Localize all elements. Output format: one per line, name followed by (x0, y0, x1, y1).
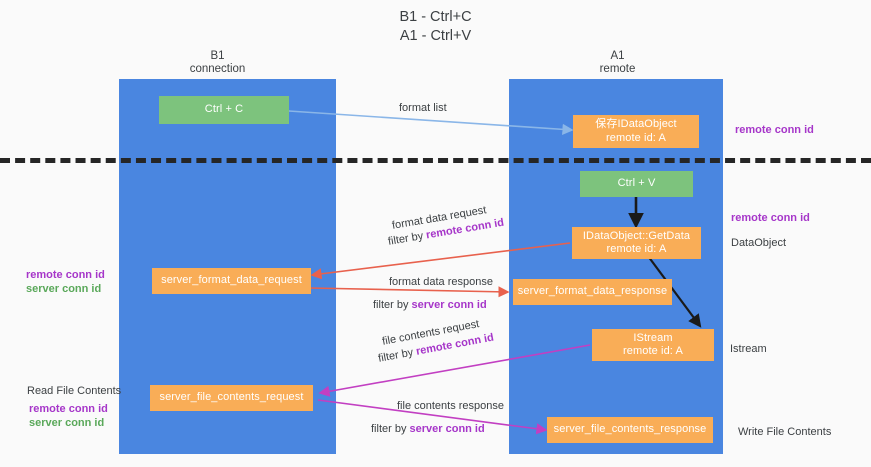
box-server-format-data-response[interactable]: server_format_data_response (513, 279, 672, 305)
label-filter-key-2: server conn id (411, 299, 487, 311)
side-label-remote-conn-id-mid: remote conn id (731, 212, 810, 224)
side-label-write-file-contents: Write File Contents (738, 426, 832, 438)
label-format-list: format list (399, 102, 447, 114)
side-label-left-server-conn-id-mid: server conn id (26, 283, 102, 295)
side-label-dataobject: DataObject (731, 237, 787, 249)
side-label-left-remote-conn-id-bottom: remote conn id (29, 403, 108, 415)
label-filter-prefix-2: filter by (373, 299, 412, 311)
page-title: B1 - Ctrl+C A1 - Ctrl+V (399, 9, 472, 44)
label-format-data-response: format data response (389, 276, 493, 288)
box-ctrl-c[interactable]: Ctrl + C (159, 96, 289, 124)
box-save-idataobject[interactable]: 保存IDataObject remote id: A (573, 115, 699, 148)
box-server-file-contents-response[interactable]: server_file_contents_response (547, 417, 713, 443)
side-label-left-remote-conn-id-mid: remote conn id (26, 269, 105, 281)
side-label-left-server-conn-id-bottom: server conn id (29, 417, 105, 429)
side-label-remote-conn-id-top: remote conn id (735, 124, 814, 136)
label-file-contents-response: file contents response (397, 400, 505, 412)
box-istream[interactable]: IStream remote id: A (592, 329, 714, 361)
section-divider (0, 158, 871, 163)
box-idataobject-getdata[interactable]: IDataObject::GetData remote id: A (572, 227, 701, 259)
label-filter-key-4: server conn id (409, 423, 485, 435)
box-server-format-data-request[interactable]: server_format_data_request (152, 268, 311, 294)
label-file-contents-response-filter: filter by server conn id (371, 422, 485, 436)
box-ctrl-v[interactable]: Ctrl + V (580, 171, 693, 197)
box-server-file-contents-request[interactable]: server_file_contents_request (150, 385, 313, 411)
column-header-b1: B1 connection (189, 50, 246, 75)
label-filter-prefix-4: filter by (371, 423, 410, 435)
column-header-a1: A1 remote (599, 50, 636, 75)
side-label-read-file-contents: Read File Contents (27, 385, 122, 397)
side-label-istream: Istream (730, 343, 767, 355)
label-format-data-response-filter: filter by server conn id (373, 298, 487, 312)
